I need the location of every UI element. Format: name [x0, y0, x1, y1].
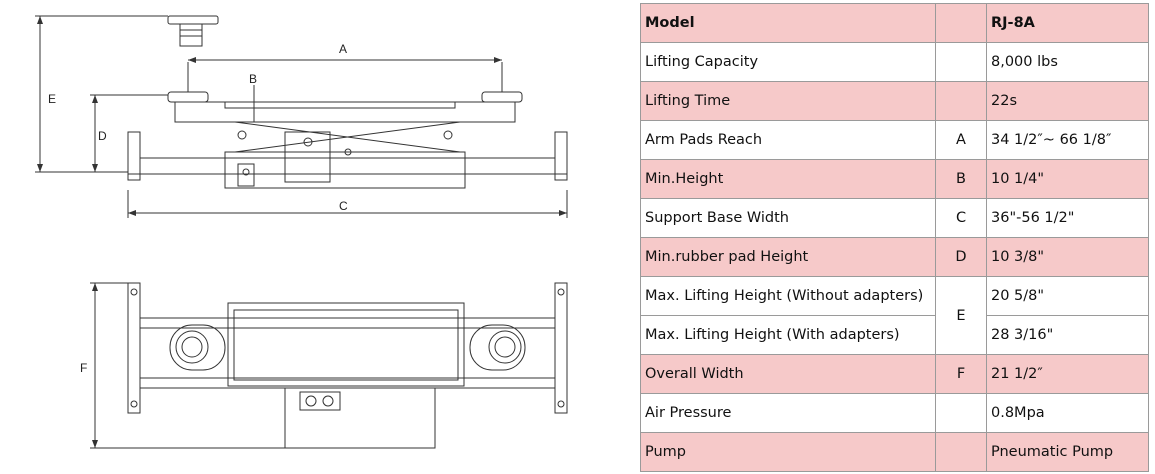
row-value: 36"-56 1/2"	[986, 198, 1149, 238]
table-row: Air Pressure 0.8Mpa	[640, 393, 1149, 433]
table-row: Arm Pads Reach A 34 1/2″~ 66 1/8″	[640, 120, 1149, 160]
spec-table: Model RJ-8A Lifting Capacity 8,000 lbs L…	[640, 3, 1149, 472]
row-value: Pneumatic Pump	[986, 432, 1149, 472]
header-label: Model	[640, 3, 936, 43]
table-header-row: Model RJ-8A	[640, 3, 1149, 43]
dim-label-c: C	[339, 199, 348, 213]
row-value: 20 5/8"	[986, 276, 1149, 316]
table-row: Max. Lifting Height (Without adapters) E…	[640, 276, 1149, 355]
row-label: Min.Height	[640, 159, 936, 199]
side-view-arrowheads	[37, 16, 567, 216]
table-row: Max. Lifting Height (With adapters) 28 3…	[640, 315, 1149, 355]
row-label: Arm Pads Reach	[640, 120, 936, 160]
row-code: F	[935, 354, 987, 394]
row-value: 0.8Mpa	[986, 393, 1149, 433]
row-value: 10 3/8"	[986, 237, 1149, 277]
table-row: Min.rubber pad Height D 10 3/8"	[640, 237, 1149, 277]
row-value: 34 1/2″~ 66 1/8″	[986, 120, 1149, 160]
row-value: 22s	[986, 81, 1149, 121]
table-row: Overall Width F 21 1/2″	[640, 354, 1149, 394]
table-row: Support Base Width C 36"-56 1/2"	[640, 198, 1149, 238]
row-code	[935, 81, 987, 121]
row-value: 8,000 lbs	[986, 42, 1149, 82]
table-row: Pump Pneumatic Pump	[640, 432, 1149, 472]
header-code	[935, 3, 987, 43]
dim-label-e: E	[48, 92, 56, 106]
row-code	[935, 393, 987, 433]
row-label: Max. Lifting Height (Without adapters)	[640, 276, 936, 316]
table-row: Lifting Capacity 8,000 lbs	[640, 42, 1149, 82]
row-label: Lifting Time	[640, 81, 936, 121]
row-code	[935, 432, 987, 472]
table-row: Lifting Time 22s	[640, 81, 1149, 121]
row-code: C	[935, 198, 987, 238]
row-label: Overall Width	[640, 354, 936, 394]
top-view-arrowheads	[92, 283, 98, 448]
row-label: Max. Lifting Height (With adapters)	[640, 315, 936, 355]
row-label: Air Pressure	[640, 393, 936, 433]
row-code: B	[935, 159, 987, 199]
row-label: Min.rubber pad Height	[640, 237, 936, 277]
row-code	[935, 42, 987, 82]
row-value: 21 1/2″	[986, 354, 1149, 394]
side-view-drawing	[35, 15, 568, 218]
dim-label-f: F	[80, 361, 87, 375]
row-value: 10 1/4"	[986, 159, 1149, 199]
row-label: Lifting Capacity	[640, 42, 936, 82]
dim-label-a: A	[339, 42, 347, 56]
top-view-drawing	[90, 282, 568, 449]
row-code: E	[935, 276, 987, 355]
row-code: A	[935, 120, 987, 160]
row-value: 28 3/16"	[986, 315, 1149, 355]
row-label: Pump	[640, 432, 936, 472]
row-code: D	[935, 237, 987, 277]
header-value: RJ-8A	[986, 3, 1149, 43]
dim-label-d: D	[98, 129, 107, 143]
technical-drawing: A B E D C F	[35, 15, 568, 449]
row-label: Support Base Width	[640, 198, 936, 238]
dim-label-b: B	[249, 72, 257, 86]
table-row: Min.Height B 10 1/4"	[640, 159, 1149, 199]
